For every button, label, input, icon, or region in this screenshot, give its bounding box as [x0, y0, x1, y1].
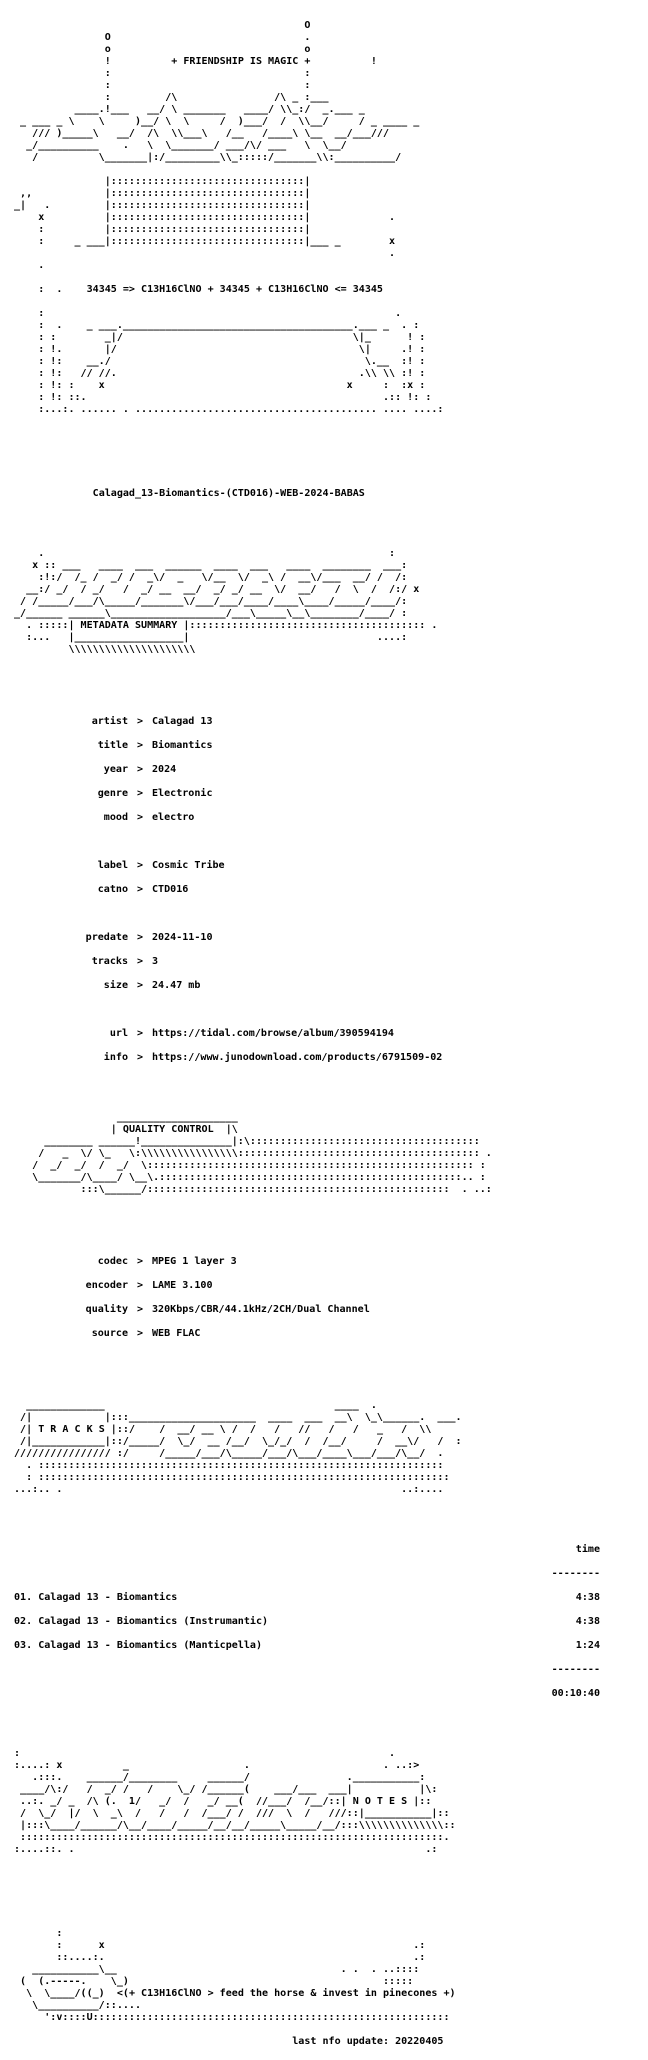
url-row: url>https://tidal.com/browse/album/39059… — [109, 1028, 394, 1039]
header-art-castle: |::::::::::::::::::::::::::::::::| ,, |:… — [14, 176, 396, 271]
time-rule-top: -------- — [551, 1568, 600, 1579]
last-update: last nfo update: 20220405 — [14, 2036, 600, 2048]
tagline: + FRIENDSHIP IS MAGIC + — [171, 56, 311, 67]
notes-title: N O T E S — [352, 1796, 408, 1807]
track-name: 03. Calagad 13 - Biomantics (Manticpella… — [14, 1640, 262, 1651]
encoder-row: encoder>LAME 3.100 — [85, 1280, 213, 1291]
mood-value: electro — [152, 812, 195, 823]
track-time: 4:38 — [575, 1592, 600, 1603]
year-row: year>2024 — [103, 764, 177, 775]
mood-row: mood>electro — [103, 812, 195, 823]
size-value: 24.47 mb — [152, 980, 201, 991]
title-value: Biomantics — [152, 740, 213, 751]
catno-row: catno>CTD016 — [97, 884, 189, 895]
title-row: title>Biomantics — [97, 740, 213, 751]
url-link[interactable]: https://tidal.com/browse/album/390594194 — [152, 1028, 394, 1039]
catno-value: CTD016 — [152, 884, 189, 895]
metadata-section: artist>Calagad 13 title>Biomantics year>… — [14, 704, 600, 1076]
last-update-text: last nfo update: 20220405 — [292, 2036, 444, 2047]
year-value: 2024 — [152, 764, 177, 775]
genre-value: Electronic — [152, 788, 213, 799]
track-name: 01. Calagad 13 - Biomantics — [14, 1592, 178, 1603]
nfo-document: O O . o o ! + FRIENDSHIP IS MAGIC + ! : — [14, 8, 600, 2060]
label-value: Cosmic Tribe — [152, 860, 225, 871]
track-row: 02. Calagad 13 - Biomantics (Instrumanti… — [14, 1616, 600, 1628]
quality-row: quality>320Kbps/CBR/44.1kHz/2CH/Dual Cha… — [85, 1304, 370, 1315]
header-art-bottom: : . : . _ ___.__________________________… — [38, 308, 444, 415]
tracks-title: T R A C K S — [38, 1424, 105, 1435]
tracks-banner: _____________ ____ . /| |:::____________… — [14, 1400, 462, 1495]
predate-row: predate>2024-11-10 — [85, 932, 213, 943]
artist-value: Calagad 13 — [152, 716, 213, 727]
quality-section: codec>MPEG 1 layer 3 encoder>LAME 3.100 … — [14, 1244, 600, 1352]
info-row: info>https://www.junodownload.com/produc… — [103, 1052, 443, 1063]
track-name: 02. Calagad 13 - Biomantics (Instrumanti… — [14, 1616, 269, 1627]
artist-row: artist>Calagad 13 — [91, 716, 213, 727]
size-row: size>24.47 mb — [103, 980, 201, 991]
genre-row: genre>Electronic — [97, 788, 213, 799]
quality-value: 320Kbps/CBR/44.1kHz/2CH/Dual Channel — [152, 1304, 370, 1315]
metadata-banner: . : x :: ___ ____ ___ ______ ____ ___ __… — [14, 548, 438, 655]
tracks-count-row: tracks>3 — [91, 956, 159, 967]
quality-banner: ____________________ | QUALITY CONTROL |… — [32, 1112, 492, 1195]
track-time: 1:24 — [575, 1640, 600, 1651]
total-time: 00:10:40 — [551, 1688, 600, 1699]
release-name: Calagad_13-Biomantics-(CTD016)-WEB-2024-… — [14, 488, 600, 500]
track-row: 01. Calagad 13 - Biomantics 4:38 — [14, 1592, 600, 1604]
info-link[interactable]: https://www.junodownload.com/products/67… — [152, 1052, 443, 1063]
source-value: WEB FLAC — [152, 1328, 201, 1339]
time-header: time — [575, 1544, 600, 1555]
predate-value: 2024-11-10 — [152, 932, 213, 943]
track-time: 4:38 — [575, 1616, 600, 1627]
notes-banner: : . :....: x _ . . ..:> .:::. ______/___… — [14, 1748, 456, 1855]
codec-value: MPEG 1 layer 3 — [152, 1256, 237, 1267]
source-row: source>WEB FLAC — [91, 1328, 201, 1339]
label-row: label>Cosmic Tribe — [97, 860, 225, 871]
tracks-count-value: 3 — [152, 956, 159, 967]
formula-line: : . 34345 => C13H16ClNO + 34345 + C13H16… — [14, 284, 383, 295]
quality-title: QUALITY CONTROL — [122, 1124, 214, 1135]
tracklist: time -------- 01. Calagad 13 - Biomantic… — [14, 1532, 600, 1712]
footer-slogan: <(+ C13H16ClNO > feed the horse & invest… — [116, 1988, 456, 1999]
encoder-value: LAME 3.100 — [152, 1280, 213, 1291]
formula-text: 34345 => C13H16ClNO + 34345 + C13H16ClNO… — [86, 284, 383, 295]
metadata-title: METADATA SUMMARY — [80, 620, 178, 631]
codec-row: codec>MPEG 1 layer 3 — [97, 1256, 237, 1267]
track-row: 03. Calagad 13 - Biomantics (Manticpella… — [14, 1640, 600, 1652]
release-name-text: Calagad_13-Biomantics-(CTD016)-WEB-2024-… — [92, 488, 365, 499]
header-art-top: O O . o o ! + FRIENDSHIP IS MAGIC + ! : — [20, 20, 420, 163]
footer-art: : : x .: ::....:. .: ___________\__ . . … — [20, 1928, 456, 2023]
time-rule-bottom: -------- — [551, 1664, 600, 1675]
